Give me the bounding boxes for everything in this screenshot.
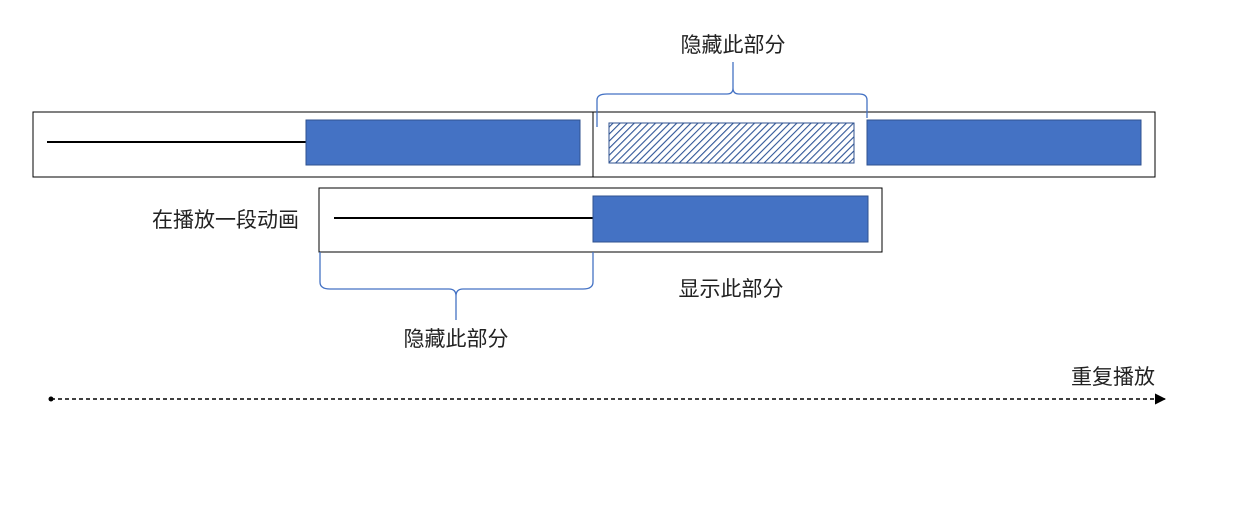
bottom-hidden-brace — [319, 252, 594, 320]
animation-track-block — [592, 195, 869, 243]
top-hidden-label: 隐藏此部分 — [681, 33, 786, 57]
repeat-play-label: 重复播放 — [1071, 365, 1155, 389]
show-part-label: 显示此部分 — [679, 277, 784, 301]
top-track-frame — [32, 111, 1156, 178]
top-track — [32, 111, 1156, 178]
animation-track-frame — [318, 187, 883, 253]
animation-track — [318, 187, 883, 253]
bottom-hidden-label: 隐藏此部分 — [404, 327, 509, 351]
top-hidden-brace — [596, 62, 868, 127]
top-track-block-2 — [866, 119, 1142, 166]
playing-animation-label: 在播放一段动画 — [152, 208, 299, 232]
top-track-block-1 — [305, 119, 581, 166]
top-track-hidden-block — [608, 122, 855, 164]
